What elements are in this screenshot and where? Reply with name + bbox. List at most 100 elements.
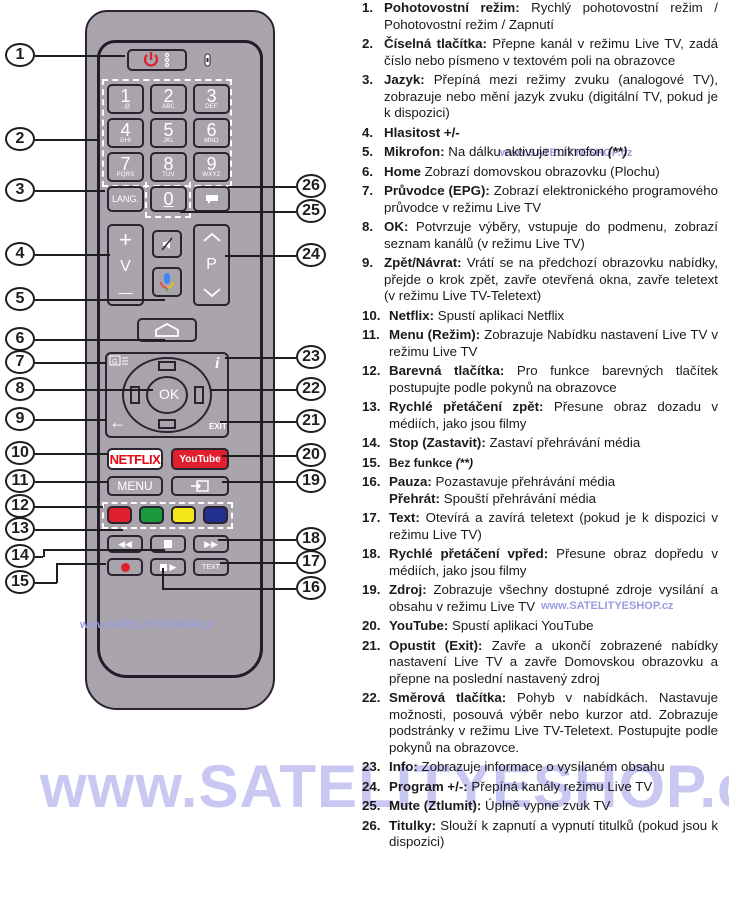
watermark-small-1: www.SATELITYESHOP.cz: [500, 147, 633, 159]
power-button[interactable]: [127, 49, 187, 71]
pause-play-button[interactable]: ▶: [150, 558, 186, 576]
blue-button[interactable]: [203, 506, 228, 524]
source-button[interactable]: [171, 476, 229, 496]
home-icon: [155, 323, 179, 337]
yellow-button[interactable]: [171, 506, 196, 524]
callout-8: 8: [5, 377, 35, 401]
callout-6: 6: [5, 327, 35, 351]
leader-line: [35, 481, 107, 483]
callout-26: 26: [296, 174, 326, 198]
watermark-small-3: www.SATELITYESHOP.cz: [541, 600, 674, 612]
key-0[interactable]: 0: [150, 186, 187, 212]
leader-line: [228, 186, 296, 188]
record-icon: [120, 562, 130, 572]
epg-guide-icon[interactable]: G: [109, 355, 129, 367]
exit-button[interactable]: EXIT: [209, 422, 227, 431]
leader-line: [35, 582, 57, 584]
volume-up[interactable]: +: [119, 227, 132, 252]
callout-11: 11: [5, 469, 35, 493]
leader-line: [35, 299, 165, 301]
green-button[interactable]: [139, 506, 164, 524]
svg-text:G: G: [112, 359, 117, 366]
callout-15: 15: [5, 570, 35, 594]
callout-1: 1: [5, 43, 35, 67]
rewind-button[interactable]: ◀◀: [107, 535, 143, 553]
callout-2: 2: [5, 127, 35, 151]
leader-line: [218, 539, 296, 541]
callout-4: 4: [5, 242, 35, 266]
leader-line: [35, 506, 103, 508]
text-button[interactable]: TEXT: [193, 558, 229, 576]
callout-10: 10: [5, 441, 35, 465]
back-button[interactable]: ←: [109, 412, 127, 432]
home-button[interactable]: [137, 318, 197, 342]
leader-line: [56, 563, 106, 565]
leader-line: [162, 568, 164, 589]
leader-line: [35, 339, 165, 341]
watermark-small-2: www.SATELITYESHOP.cz: [80, 619, 213, 631]
leader-line: [35, 453, 107, 455]
leader-line: [220, 562, 296, 564]
ok-button[interactable]: OK: [159, 386, 180, 402]
leader-line: [43, 549, 45, 557]
callout-17: 17: [296, 550, 326, 574]
dpad-right: [194, 386, 204, 404]
netflix-button[interactable]: NETFLIX: [107, 448, 163, 470]
chevron-up-icon[interactable]: [202, 232, 222, 242]
dpad-left: [130, 386, 140, 404]
callout-23: 23: [296, 345, 326, 369]
callout-22: 22: [296, 377, 326, 401]
lang-button[interactable]: LANG.: [107, 186, 144, 212]
subtitle-icon: [205, 194, 218, 204]
dpad-ring[interactable]: [121, 356, 213, 434]
leader-line: [35, 190, 105, 192]
callout-25: 25: [296, 199, 326, 223]
record-button[interactable]: [107, 558, 143, 576]
red-button[interactable]: [107, 506, 132, 524]
leader-line: [35, 362, 107, 364]
stop-button[interactable]: [150, 535, 186, 553]
callout-3: 3: [5, 178, 35, 202]
key-1[interactable]: 1.,@: [107, 84, 144, 114]
fast-forward-icon: ▶▶: [204, 538, 218, 549]
menu-button[interactable]: MENU: [107, 476, 163, 496]
leader-line: [225, 357, 296, 359]
leader-line: [43, 549, 165, 551]
leader-line: [35, 55, 125, 57]
leader-line: [162, 588, 296, 590]
info-button[interactable]: i: [215, 355, 220, 372]
callout-12: 12: [5, 494, 35, 518]
subtitle-button[interactable]: [193, 186, 230, 212]
callout-19: 19: [296, 469, 326, 493]
program-rocker[interactable]: P: [193, 224, 230, 306]
dpad-down: [158, 419, 176, 429]
leader-line: [210, 389, 296, 391]
fast-forward-button[interactable]: ▶▶: [193, 535, 229, 553]
volume-down[interactable]: —: [118, 284, 133, 300]
stop-icon: [164, 540, 172, 548]
leader-line: [56, 563, 58, 583]
mute-button[interactable]: [152, 230, 182, 258]
leader-line: [35, 529, 123, 531]
watermark-large: www.SATELITYESHOP.cz: [40, 753, 729, 820]
source-input-icon: [191, 480, 209, 492]
leader-line: [35, 139, 100, 141]
button-legend-list: 1.Pohotovostní režim: Rychlý pohotovostn…: [362, 0, 718, 849]
leader-line: [35, 254, 110, 256]
rewind-icon: ◀◀: [118, 538, 132, 549]
microphone-button[interactable]: [152, 267, 182, 297]
chevron-down-icon[interactable]: [202, 288, 222, 298]
youtube-button[interactable]: YouTube: [171, 448, 229, 470]
callout-20: 20: [296, 443, 326, 467]
mute-icon: [161, 237, 173, 251]
volume-rocker[interactable]: + V —: [107, 224, 144, 306]
